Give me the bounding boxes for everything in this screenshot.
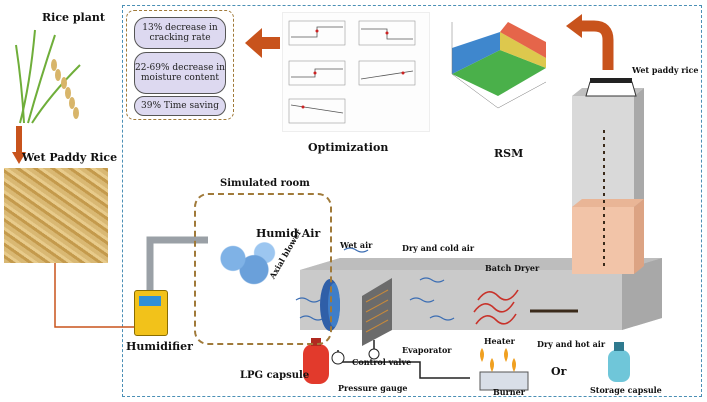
simulated-room: [194, 193, 332, 345]
rice-plant-image: [15, 29, 81, 124]
optimization-label: Optimization: [308, 141, 389, 154]
burner-label: Burner: [493, 387, 525, 397]
humidifier-label: Humidifier: [126, 340, 193, 353]
wet-paddy-rice-top-label: Wet paddy rice: [632, 65, 699, 75]
down-arrow-icon: [12, 126, 26, 164]
batch-dryer-label: Batch Dryer: [485, 263, 540, 273]
control-valve-label: Control valve: [352, 357, 412, 367]
results-panel: [126, 10, 234, 120]
simulated-room-label: Simulated room: [220, 178, 310, 189]
rice-plant-label: Rice plant: [42, 11, 105, 24]
humidifier-display: [139, 296, 161, 306]
evaporator-label: Evaporator: [402, 345, 452, 355]
paddy-rice-image: [4, 168, 108, 263]
result-moisture: 22-69% decrease in moisture content: [134, 52, 226, 94]
humid-air-cloud: [212, 236, 282, 292]
lpg-capsule-label: LPG capsule: [240, 370, 310, 381]
result-cracking: 13% decrease in cracking rate: [134, 17, 226, 49]
optimization-plots: [282, 12, 430, 132]
wet-air-label: Wet air: [340, 240, 373, 250]
process-frame: [122, 5, 702, 397]
storage-capsule-label: Storage capsule: [590, 385, 662, 395]
pressure-gauge-label: Pressure gauge: [338, 383, 408, 393]
rsm-label: RSM: [494, 147, 524, 160]
humid-air-label: Humid Air: [256, 227, 321, 240]
dry-hot-air-label: Dry and hot air: [537, 339, 606, 349]
or-label: Or: [551, 365, 567, 378]
dry-cold-air-label: Dry and cold air: [402, 243, 475, 253]
rsm-surface-plot: [438, 12, 556, 130]
heater-label: Heater: [484, 336, 515, 346]
result-time: 39% Time saving: [134, 96, 226, 116]
wet-paddy-rice-label: Wet Paddy Rice: [22, 151, 118, 164]
